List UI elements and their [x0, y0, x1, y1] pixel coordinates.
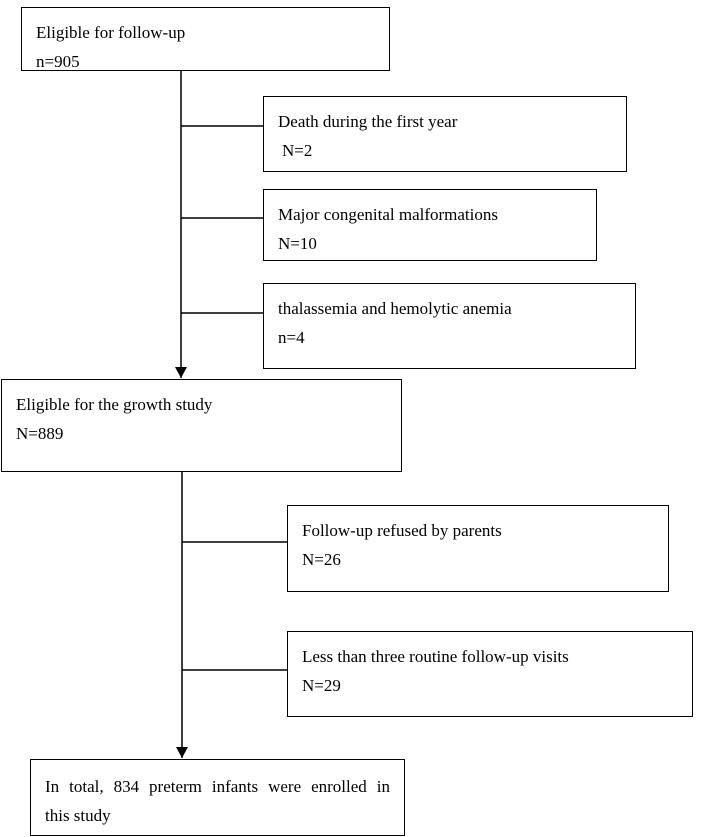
- box-exclusion-malformations: Major congenital malformations N=10: [263, 189, 597, 261]
- box-final-enrolled: In total, 834 preterm infants were enrol…: [30, 759, 405, 836]
- box-label-line1: In total, 834 preterm infants were enrol…: [45, 777, 390, 796]
- box-count: n=4: [278, 328, 305, 347]
- box-label-line2: this study: [45, 806, 111, 825]
- box-label: Death during the first year: [278, 112, 458, 131]
- box-label: Follow-up refused by parents: [302, 521, 502, 540]
- box-label: Eligible for the growth study: [16, 395, 213, 414]
- box-label: Eligible for follow-up: [36, 23, 186, 42]
- box-count: N=10: [278, 234, 317, 253]
- box-count: n=905: [36, 52, 80, 71]
- box-count: N=2: [282, 141, 313, 160]
- box-exclusion-refused: Follow-up refused by parents N=26: [287, 505, 669, 592]
- box-label: thalassemia and hemolytic anemia: [278, 299, 512, 318]
- box-label: Less than three routine follow-up visits: [302, 647, 569, 666]
- box-eligible-growth-study: Eligible for the growth study N=889: [1, 379, 402, 472]
- box-exclusion-death: Death during the first year N=2: [263, 96, 627, 172]
- box-count: N=29: [302, 676, 341, 695]
- box-exclusion-visits: Less than three routine follow-up visits…: [287, 631, 693, 717]
- box-count: N=889: [16, 424, 64, 443]
- box-exclusion-thalassemia: thalassemia and hemolytic anemia n=4: [263, 283, 636, 369]
- box-count: N=26: [302, 550, 341, 569]
- box-eligible-follow-up: Eligible for follow-up n=905: [21, 7, 390, 71]
- box-label: Major congenital malformations: [278, 205, 498, 224]
